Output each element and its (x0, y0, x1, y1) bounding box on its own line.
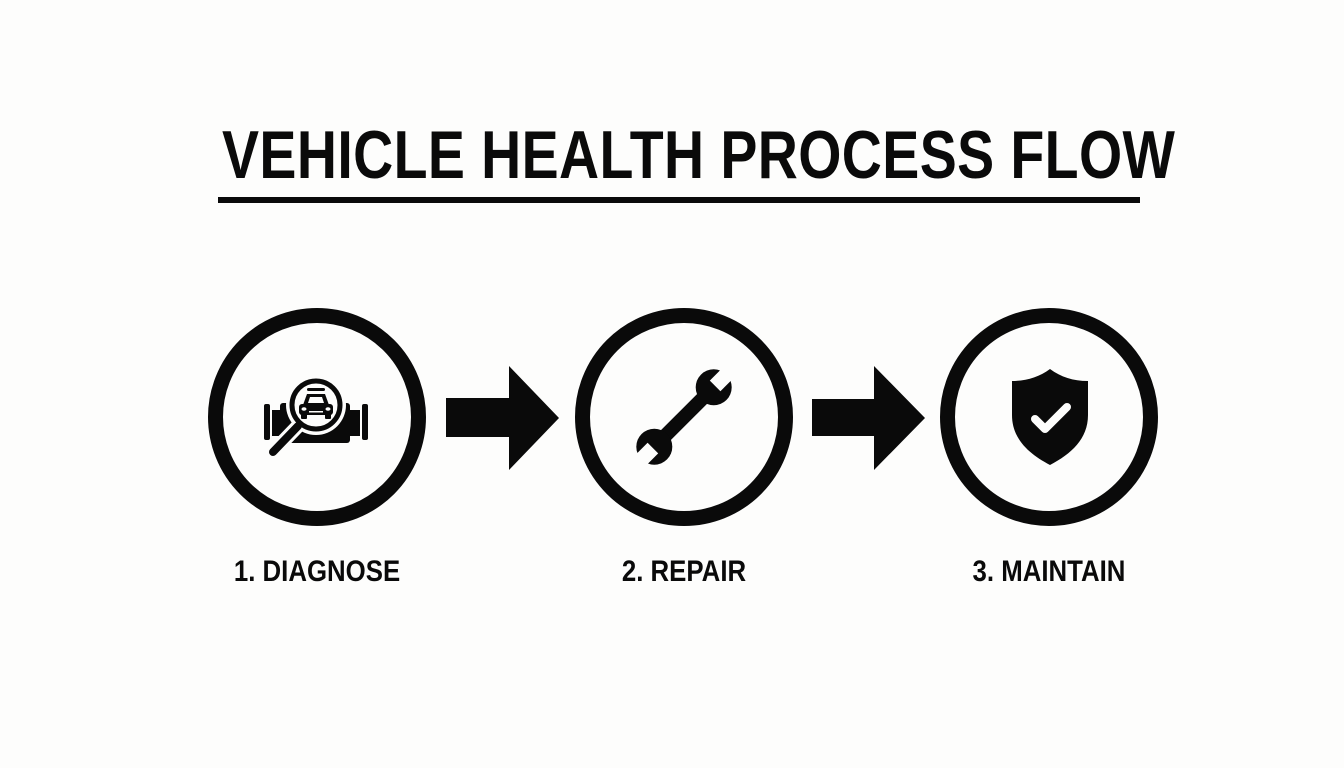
step-2-label: 2. REPAIR (621, 555, 747, 588)
shield-check-icon (1012, 369, 1088, 465)
right-arrow-icon (446, 366, 559, 470)
diagram-title: VEHICLE HEALTH PROCESS FLOW (222, 117, 1176, 193)
checkmark-icon (1031, 403, 1071, 433)
step-1-label: 1. DIAGNOSE (233, 555, 401, 588)
engine-magnifier-car-icon (264, 375, 368, 461)
title-container: VEHICLE HEALTH PROCESS FLOW (218, 120, 1175, 190)
step-3-label: 3. MAINTAIN (972, 555, 1126, 588)
step-2-circle (575, 308, 793, 526)
right-arrow-icon (812, 366, 925, 470)
step-1-circle (208, 308, 426, 526)
step-3-circle (940, 308, 1158, 526)
title-underline (218, 197, 1140, 203)
wrench-icon (632, 365, 736, 469)
